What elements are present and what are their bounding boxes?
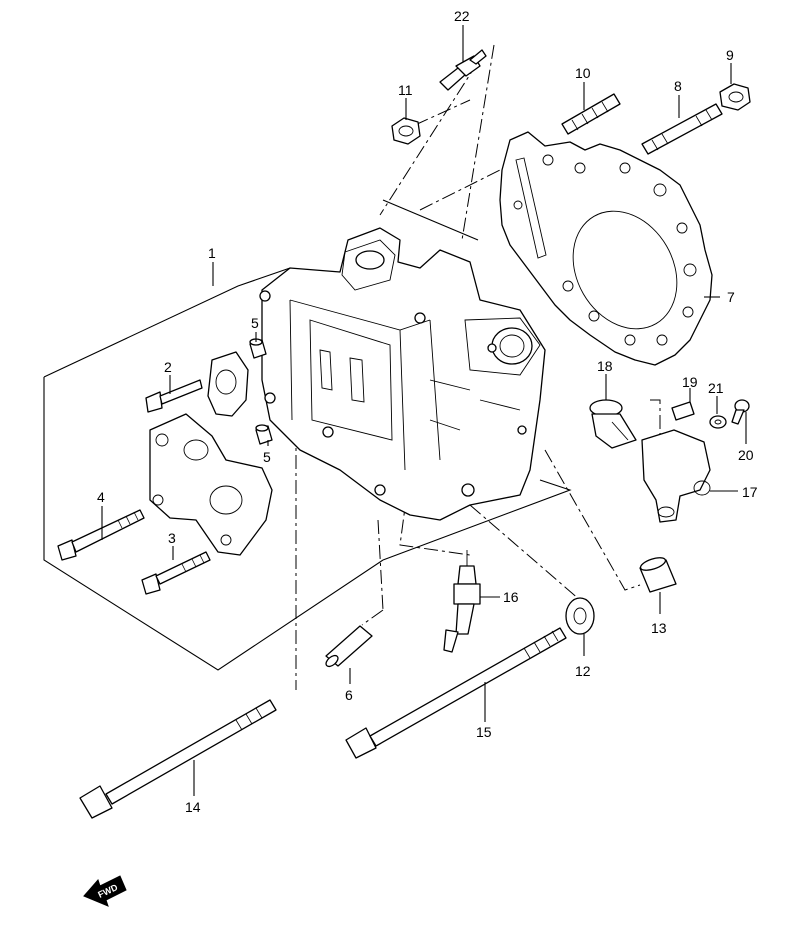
pin-6 (325, 625, 373, 668)
callout-10: 10 (575, 65, 591, 81)
callout-17: 17 (742, 484, 758, 500)
stud-10 (561, 93, 621, 135)
bolt-14 (79, 699, 277, 819)
nut-9 (719, 83, 751, 111)
callout-5-lower: 5 (263, 449, 271, 465)
cam-cap (207, 351, 249, 417)
callout-14: 14 (185, 799, 201, 815)
bolt-15 (345, 627, 567, 759)
bolt-4 (57, 509, 145, 561)
callout-22: 22 (454, 8, 470, 24)
cylinder-head (259, 227, 546, 521)
callout-15: 15 (476, 724, 492, 740)
callout-5-upper: 5 (251, 315, 259, 331)
nut-11 (391, 117, 421, 145)
callout-21: 21 (708, 380, 724, 396)
callout-20: 20 (738, 447, 754, 463)
dowel-pin-lower (255, 424, 273, 445)
bolt-19 (671, 401, 695, 421)
callout-2: 2 (164, 359, 172, 375)
stud-8 (641, 103, 723, 155)
stud-22 (439, 49, 487, 91)
callout-7: 7 (727, 289, 735, 305)
callout-6: 6 (345, 687, 353, 703)
callout-9: 9 (726, 47, 734, 63)
callout-leaders (101, 25, 747, 796)
callout-11: 11 (398, 82, 413, 98)
washer-21 (709, 415, 727, 429)
dowel-pin-upper (249, 338, 267, 359)
assembly-boundary (43, 199, 572, 671)
callout-12: 12 (575, 663, 591, 679)
washer-12 (565, 597, 595, 635)
callout-8: 8 (674, 78, 682, 94)
thermostat-housing-17 (641, 429, 711, 523)
screw-20 (731, 399, 750, 425)
spark-plug-16 (443, 550, 481, 653)
head-gasket (499, 131, 713, 366)
callout-3: 3 (168, 530, 176, 546)
callout-19: 19 (682, 374, 698, 390)
callout-13: 13 (651, 620, 667, 636)
sleeve-13 (639, 557, 677, 593)
callout-18: 18 (597, 358, 613, 374)
callout-16: 16 (503, 589, 519, 605)
callout-1: 1 (208, 245, 216, 261)
forward-arrow-icon: FWD (83, 875, 127, 907)
bolt-2 (145, 379, 203, 413)
bolt-3 (141, 551, 211, 595)
callout-labels: 1 2 3 4 5 5 6 7 8 9 10 11 12 13 14 15 16… (97, 8, 758, 815)
callout-4: 4 (97, 489, 105, 505)
thermostat-18 (589, 399, 637, 449)
cam-holder (149, 413, 273, 556)
